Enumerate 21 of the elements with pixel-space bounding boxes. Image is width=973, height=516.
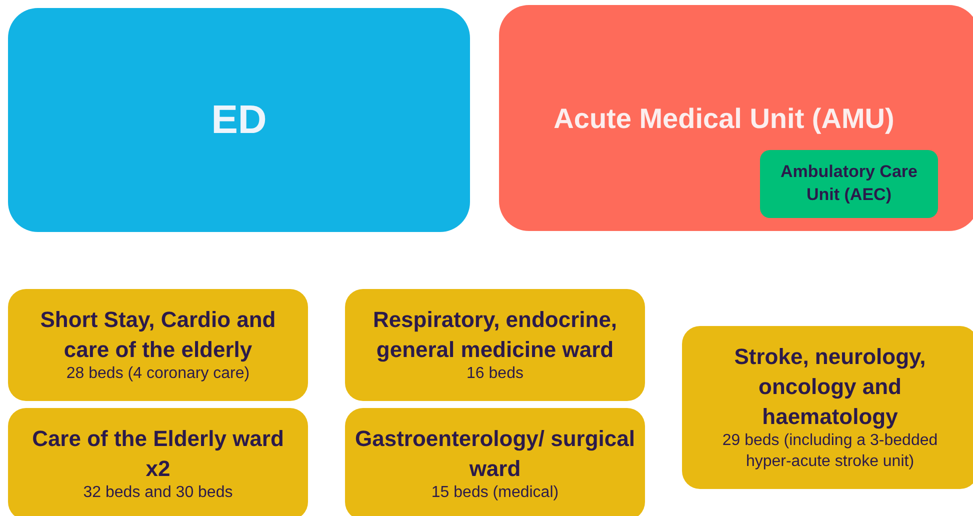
- bed-count: 15 beds (medical): [431, 483, 559, 504]
- department-box: [8, 8, 470, 232]
- ward-box: [682, 326, 973, 489]
- ward-box: [345, 289, 645, 401]
- unit-name: Respiratory, endocrine, general medicine ward: [372, 306, 618, 364]
- unit-name: Care of the Elderly ward x2: [31, 424, 285, 483]
- unit-name: Ambulatory Care Unit (AEC): [780, 161, 918, 206]
- bed-count: 16 beds: [466, 364, 524, 384]
- bed-count: 29 beds (including a 3-bedded hyper-acute stroke unit): [721, 431, 939, 472]
- unit-name: Stroke, neurology, oncology and haematology: [733, 343, 927, 431]
- unit-name: Short Stay, Cardio and care of the elderly: [39, 306, 277, 364]
- bed-count: 32 beds and 30 beds: [83, 483, 233, 504]
- unit-box: [499, 5, 973, 231]
- unit-name: Gastroenterology/ surgical ward: [355, 424, 635, 483]
- unit-name: Acute Medical Unit (AMU): [554, 102, 894, 136]
- ward-box: [8, 289, 308, 401]
- sub-unit-box: [760, 150, 938, 218]
- bed-count: 28 beds (4 coronary care): [66, 364, 250, 384]
- unit-name: ED: [211, 97, 267, 144]
- ward-box: [8, 408, 308, 516]
- ward-box: [345, 408, 645, 516]
